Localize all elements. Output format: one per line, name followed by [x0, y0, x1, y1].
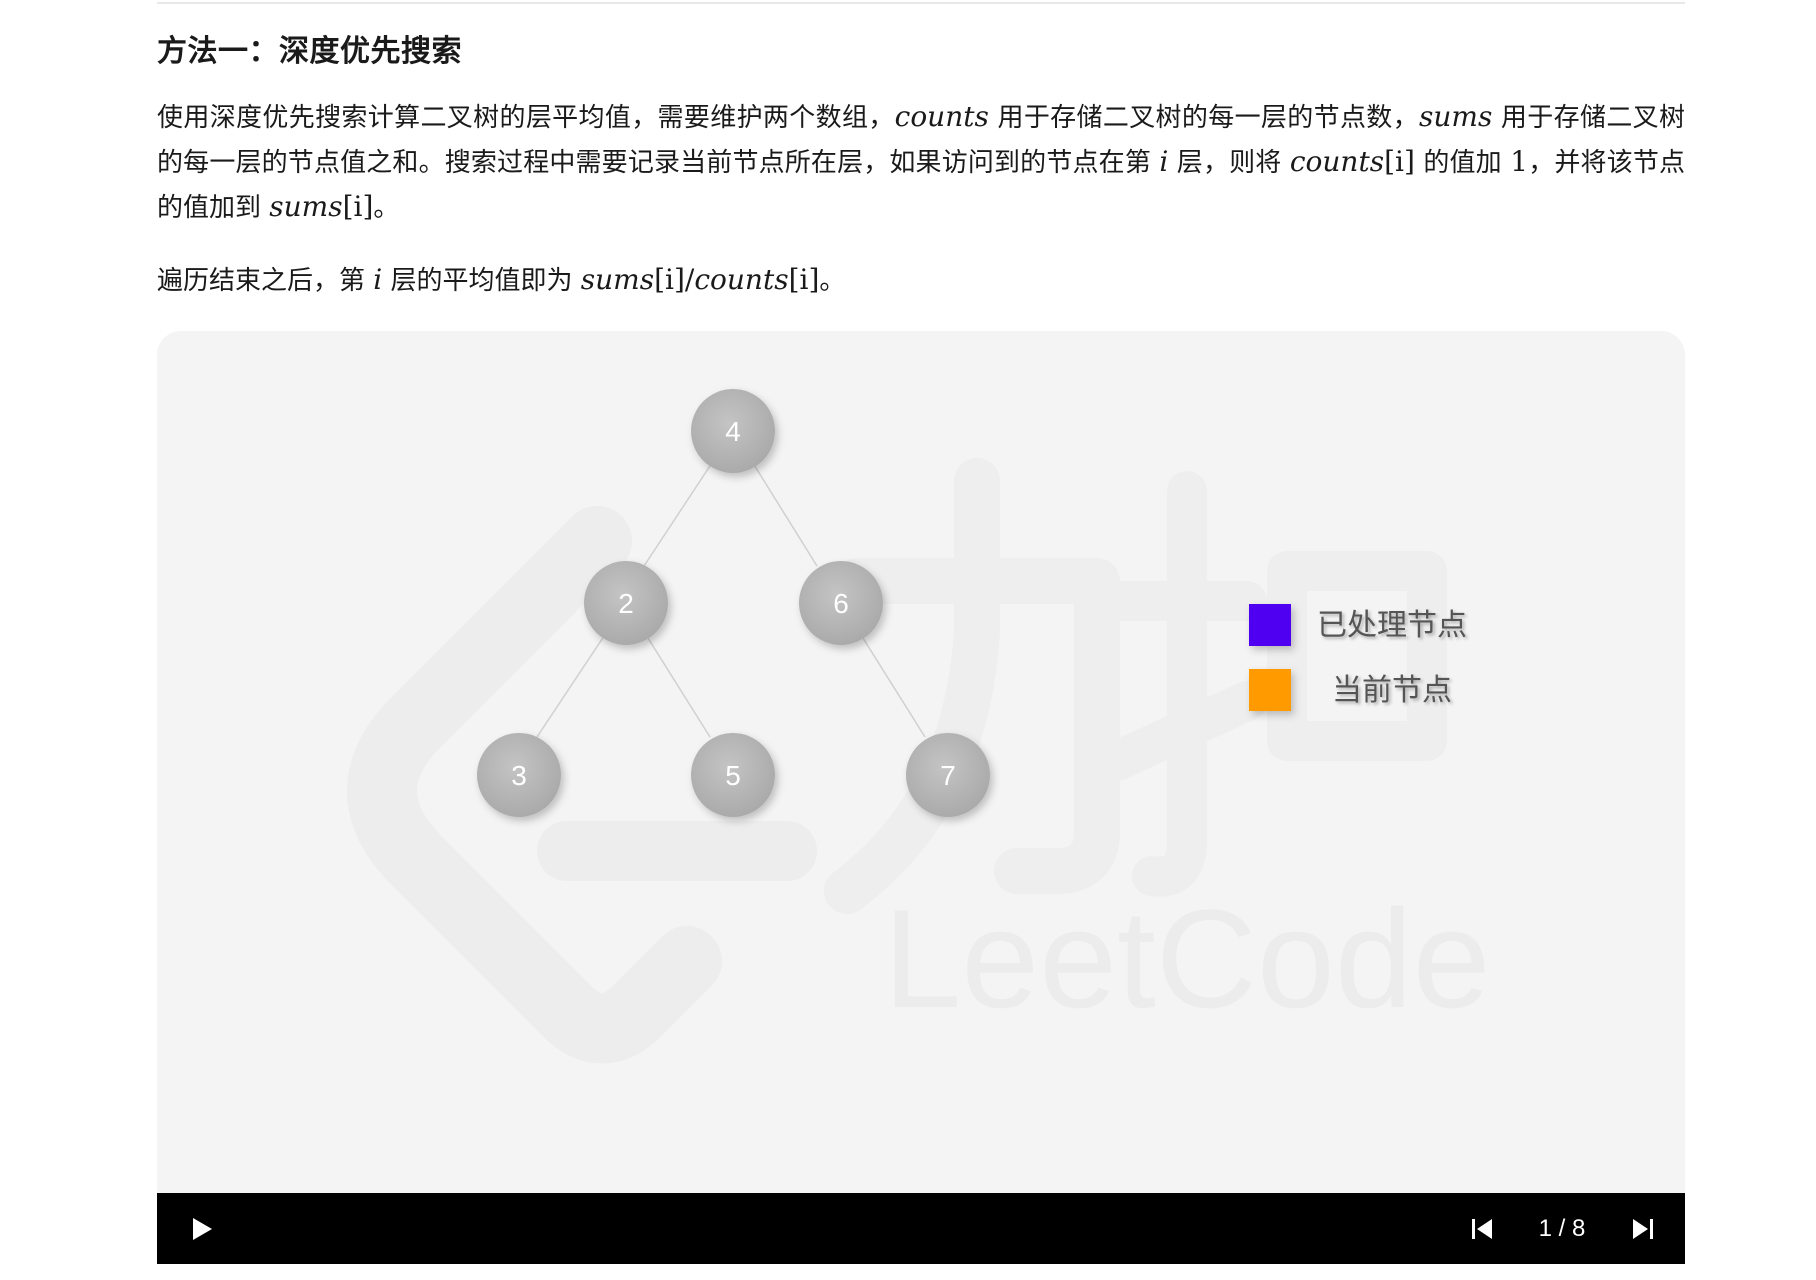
paragraph-method-description: 使用深度优先搜索计算二叉树的层平均值，需要维护两个数组，counts 用于存储二…	[157, 100, 1686, 223]
tree-node-3: 3	[477, 733, 561, 817]
paragraph-average-result: 遍历结束之后，第 i 层的平均值即为 sums[i]/counts[i]。	[157, 263, 846, 296]
step-counter: 1 / 8	[1538, 1215, 1586, 1242]
slideshow-player: LeetCode 4 2 6	[157, 331, 1685, 1264]
legend-swatch-processed	[1249, 604, 1291, 646]
tree-node-label: 6	[833, 588, 849, 619]
legend-swatch-current	[1249, 669, 1291, 711]
math-slash: /	[684, 263, 695, 296]
math-index-i: [i]	[1384, 145, 1415, 178]
tree-node-5: 5	[691, 733, 775, 817]
tree-node-circle	[691, 389, 775, 473]
watermark-text: LeetCode	[883, 880, 1490, 1037]
tree-node-label: 2	[618, 588, 634, 619]
animation-stage: LeetCode 4 2 6	[157, 331, 1685, 1193]
next-step-button[interactable]	[1618, 1193, 1668, 1264]
tree-node-7: 7	[906, 733, 990, 817]
play-button[interactable]	[177, 1193, 227, 1264]
math-i: i	[373, 263, 383, 296]
skip-next-icon	[1633, 1218, 1653, 1239]
tree-node-2: 2	[584, 561, 668, 645]
leetcode-watermark-logo: LeetCode	[347, 458, 1491, 1064]
math-sums: sums	[580, 263, 655, 296]
tree-node-circle	[691, 733, 775, 817]
skip-previous-icon	[1472, 1218, 1492, 1239]
math-sums: sums	[1419, 100, 1493, 133]
math-one: 1	[1510, 145, 1529, 178]
tree-node-label: 7	[940, 760, 956, 791]
watermark-glyph-li	[824, 458, 1120, 914]
math-counts: counts	[894, 100, 989, 133]
math-counts-i: counts	[1289, 145, 1385, 178]
math-i: i	[1159, 145, 1169, 178]
tree-node-circle	[584, 561, 668, 645]
tree-node-circle	[906, 733, 990, 817]
previous-step-button[interactable]	[1457, 1193, 1507, 1264]
math-index-i: [i]	[654, 263, 685, 296]
math-index-i: [i]	[788, 263, 820, 296]
tree-node-4: 4	[691, 389, 775, 473]
tree-node-label: 4	[725, 416, 741, 447]
math-counts: counts	[694, 263, 789, 296]
tree-node-circle	[799, 561, 883, 645]
watermark-glyph-kou	[1097, 471, 1447, 897]
legend: 已处理节点 当前节点	[1249, 604, 1467, 711]
math-index-i: [i]	[342, 190, 374, 223]
legend-label-processed: 已处理节点	[1317, 609, 1467, 642]
top-divider	[157, 2, 1685, 4]
section-heading: 方法一：深度优先搜索	[157, 34, 462, 69]
player-controls: 1 / 8	[157, 1193, 1685, 1264]
tree-node-label: 5	[725, 760, 741, 791]
tree-node-label: 3	[511, 760, 527, 791]
math-sums-i: sums	[269, 190, 343, 223]
legend-label-current: 当前节点	[1332, 674, 1452, 707]
animation-canvas: LeetCode 4 2 6	[347, 389, 1491, 1064]
tree-node-6: 6	[799, 561, 883, 645]
play-icon	[193, 1217, 212, 1240]
tree-node-circle	[477, 733, 561, 817]
